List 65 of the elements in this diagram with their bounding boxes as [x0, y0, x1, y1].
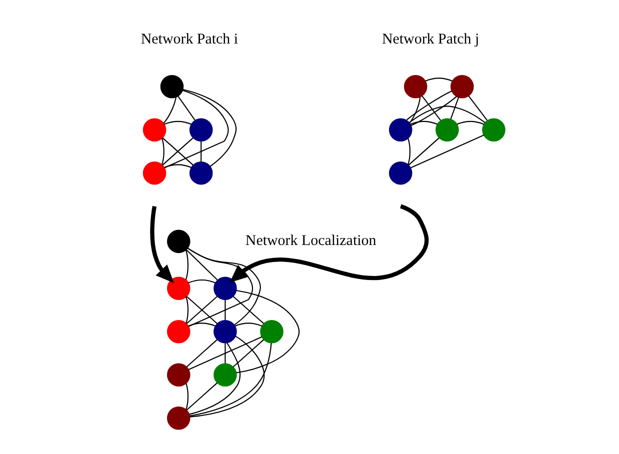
- connector: [232, 339, 264, 368]
- node-circle: [482, 118, 505, 142]
- node-circle: [188, 118, 212, 142]
- connector: [162, 97, 176, 124]
- node-circle: [388, 118, 412, 142]
- connector: [406, 90, 452, 120]
- connector: [450, 97, 459, 120]
- connector: [200, 141, 202, 162]
- connector: [162, 138, 193, 166]
- connector: [188, 342, 240, 415]
- connector: [410, 96, 456, 126]
- connector: [410, 120, 438, 125]
- node-circle: [213, 320, 236, 344]
- node-circle: [166, 406, 190, 430]
- node-circle: [435, 118, 458, 142]
- connector: [189, 336, 264, 418]
- node-circle: [388, 161, 412, 185]
- node-circle: [188, 161, 212, 185]
- node-circle: [166, 230, 190, 254]
- connector: [164, 164, 192, 168]
- connector: [182, 88, 236, 167]
- connector: [408, 106, 485, 124]
- label: Network Patch j: [381, 31, 479, 48]
- connector: [188, 279, 216, 284]
- connector: [188, 322, 216, 327]
- node-circle: [450, 74, 474, 98]
- connector: [232, 296, 264, 324]
- connector: [164, 120, 192, 125]
- connector: [160, 138, 164, 165]
- node-circle: [166, 363, 190, 386]
- connector: [177, 96, 195, 121]
- connector: [188, 336, 262, 370]
- label: Network Localization: [244, 233, 376, 250]
- node-circle: [403, 74, 427, 98]
- node-circle: [142, 118, 166, 142]
- connector: [236, 290, 300, 374]
- node-circle: [160, 74, 184, 98]
- connector: [456, 120, 484, 125]
- connector: [468, 96, 488, 121]
- connector: [186, 382, 217, 411]
- connector: [184, 250, 188, 280]
- connector: [186, 339, 217, 368]
- connector: [234, 322, 262, 327]
- connector: [408, 138, 439, 166]
- node-circle: [260, 320, 283, 344]
- node-circle: [166, 320, 190, 344]
- connector: [185, 296, 188, 324]
- node-circle: [166, 276, 190, 300]
- connector: [424, 78, 452, 82]
- arrow: [229, 204, 428, 283]
- connector: [224, 300, 226, 320]
- connector: [410, 134, 484, 168]
- node-circle: [213, 276, 236, 300]
- arrow: [150, 206, 174, 284]
- connector: [164, 90, 228, 168]
- connector: [189, 343, 272, 416]
- connector: [185, 249, 218, 280]
- connector: [185, 383, 188, 410]
- connector: [407, 138, 410, 165]
- connector: [421, 96, 440, 121]
- connector: [224, 342, 226, 364]
- connector: [408, 97, 420, 124]
- node-circle: [142, 161, 166, 185]
- node-circle: [213, 363, 236, 386]
- label: Network Patch i: [140, 31, 238, 48]
